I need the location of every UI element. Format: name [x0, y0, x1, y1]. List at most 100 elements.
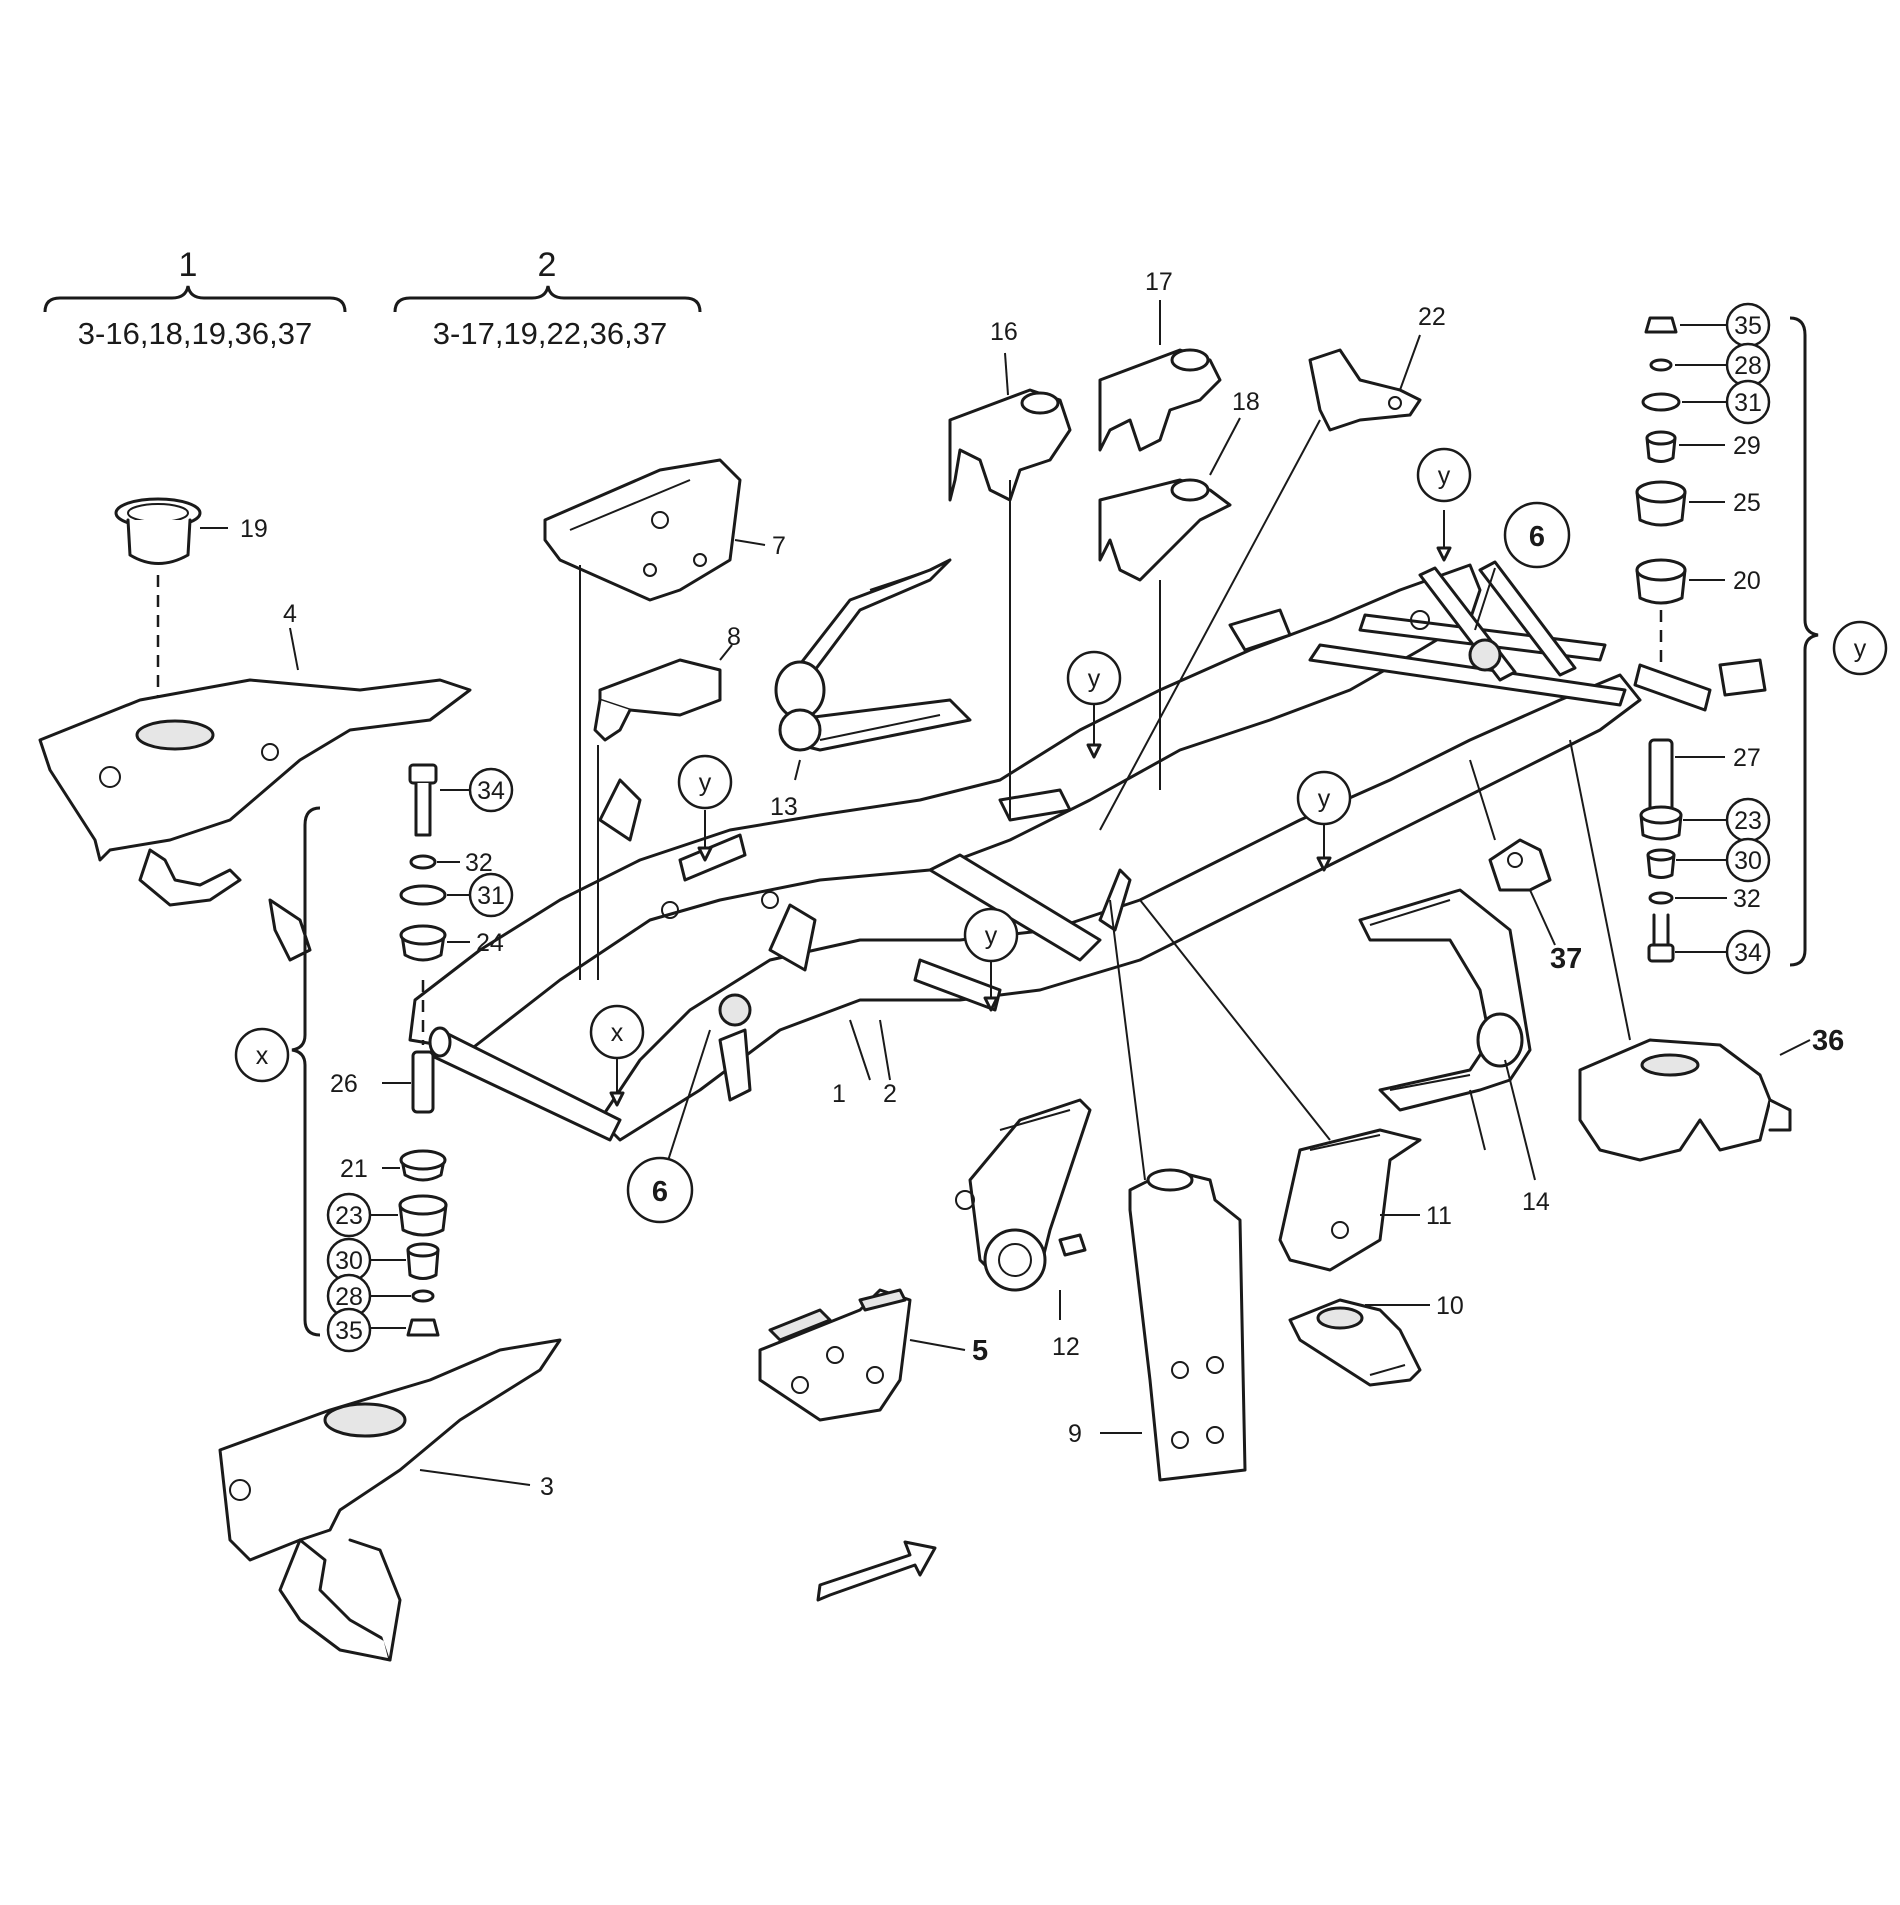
callout-y: y: [1438, 462, 1451, 490]
part-24-top: [399, 924, 447, 946]
rear-cross-tube-d: [1478, 560, 1577, 677]
part-5-bracket: [758, 1288, 912, 1422]
pad-37-hole: [1507, 852, 1523, 868]
callout-6-circle: [626, 1156, 694, 1224]
bracket-4-flange: [268, 898, 312, 962]
group-range-1: 3-16,18,19,36,37: [78, 316, 312, 351]
group-brace-2: [393, 285, 702, 313]
frame-plug-6-rear: [1468, 638, 1502, 672]
bracket-5-hole: [826, 1346, 844, 1364]
label-part-3: 3: [540, 1473, 554, 1501]
label-part-22: 22: [1418, 303, 1446, 331]
label-part-28y: 28: [1734, 352, 1762, 380]
label-part-23y: 23: [1734, 807, 1762, 835]
part-34y-bolt-shank: [1652, 913, 1670, 947]
part-23x-top: [398, 1194, 448, 1216]
part-28y-washer: [1649, 358, 1673, 372]
bracket-11-leader: [1139, 899, 1331, 1141]
callout-y: y: [699, 769, 712, 797]
part-34y-bolt-head: [1647, 943, 1675, 963]
hanger-12-slot: [999, 1109, 1071, 1131]
label-part-27: 27: [1733, 744, 1761, 772]
part-31y-washer: [1641, 392, 1681, 412]
bracket-3-web: [348, 1538, 402, 1662]
frame-bracket: [1098, 868, 1132, 932]
leader-37: [1529, 889, 1556, 946]
leader-1: [849, 1019, 871, 1081]
part-3-lower-bracket: [218, 1338, 562, 1662]
outrigger-tube-rear: [1633, 663, 1712, 712]
bracket-9-body: [1128, 1168, 1247, 1482]
label-part-31x: 31: [477, 882, 505, 910]
callout-y: y: [1318, 785, 1331, 813]
label-part-23x: 23: [335, 1202, 363, 1230]
mount-stack-y: [1635, 316, 1819, 967]
callout-x-circle: [234, 1027, 290, 1083]
part-labels: 19 4 7 8 13 16 17 18 22 32 24 26 21 1 2 …: [240, 268, 1844, 1501]
bracket-18-eye: [1170, 478, 1210, 502]
middle-cross-member: [928, 853, 1102, 962]
part-20-top: [1635, 558, 1687, 582]
part-36-cushion: [1569, 739, 1792, 1162]
callout-y-brace: y: [1854, 635, 1867, 663]
label-part-30x: 30: [335, 1247, 363, 1275]
group-brace-1: [43, 285, 347, 313]
label-part-2: 2: [883, 1080, 897, 1108]
part-26-spacer: [411, 1050, 435, 1114]
label-part-8: 8: [727, 623, 741, 651]
plate-7-slot: [569, 479, 691, 531]
part-35x-nut: [406, 1318, 440, 1337]
callout-y-circle: [963, 907, 1019, 963]
bracket-3-hole: [323, 1402, 407, 1438]
frame-bracket-lower: [718, 1028, 752, 1102]
part-7-mount-plate: [543, 458, 742, 980]
bracket-11-slot: [1309, 1134, 1381, 1151]
frame-plug-6: [718, 993, 752, 1027]
label-part-12: 12: [1052, 1333, 1080, 1361]
frame-hole: [661, 901, 679, 919]
label-part-29: 29: [1733, 432, 1761, 460]
leader-8: [719, 644, 733, 661]
bracket-3-bolt-hole: [229, 1479, 251, 1501]
bracket-9-hole: [1206, 1356, 1224, 1374]
group-range-2: 3-17,19,22,36,37: [433, 316, 667, 351]
cushion-36-leader: [1569, 739, 1631, 1041]
label-part-37: 37: [1550, 943, 1582, 975]
callout-x-brace: x: [256, 1042, 269, 1070]
bracket-22-hole: [1388, 396, 1402, 410]
leader-14: [1504, 1059, 1536, 1181]
hanger-13-slot: [869, 569, 931, 591]
part-31x-washer: [399, 884, 447, 906]
mount-stack-x: [291, 763, 448, 1337]
group-number-1: 1: [179, 246, 198, 284]
pad-37-leader-up: [1469, 759, 1496, 841]
hanger-12-hole: [955, 1190, 975, 1210]
label-part-11: 11: [1426, 1202, 1452, 1230]
callout-34x-circle: [468, 767, 514, 813]
part-19-bushing: [114, 497, 202, 710]
y-arrowhead: [697, 846, 713, 862]
callout-y: y: [985, 922, 998, 950]
part-30x-bushing: [406, 1248, 440, 1280]
callout-31y-circle: [1725, 379, 1771, 425]
cushion-36-lip: [1768, 1098, 1792, 1132]
part-23y-top: [1639, 805, 1683, 825]
part-14-hanger: [1358, 888, 1532, 1112]
hanger-14-slot: [1369, 899, 1451, 926]
leader-6a: [664, 1029, 711, 1171]
leader-6b: [1474, 567, 1496, 631]
y-arrowhead: [983, 996, 999, 1012]
part-11-bracket: [1139, 899, 1422, 1272]
bracket-9-hole: [1206, 1426, 1224, 1444]
part-13-spring-hanger: [774, 558, 972, 752]
group-header-2: 2 3-17,19,22,36,37: [393, 246, 702, 351]
label-part-4: 4: [283, 600, 297, 628]
leader-22: [1399, 334, 1421, 391]
brace-y: [1789, 316, 1819, 967]
hanger-13-eye-lower: [778, 708, 822, 752]
callout-31x-circle: [468, 872, 514, 918]
callout-6-circle: [1503, 501, 1571, 569]
part-9-tall-bracket: [1109, 899, 1247, 1482]
leader-7: [734, 539, 766, 546]
